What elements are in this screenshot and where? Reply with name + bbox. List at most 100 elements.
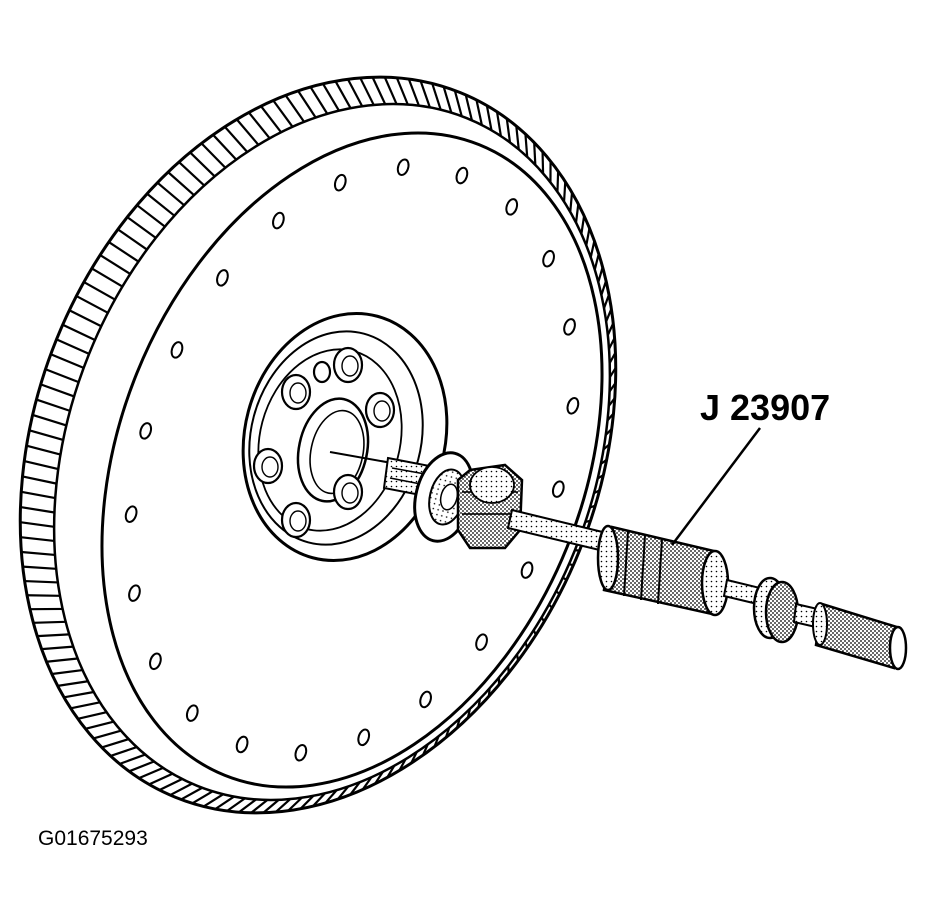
gear-tooth (262, 798, 280, 814)
gear-tooth (167, 171, 195, 196)
gear-tooth (178, 161, 206, 187)
gear-tooth (148, 772, 173, 786)
slide-hammer-handle (812, 602, 908, 671)
gear-tooth (569, 192, 574, 213)
gear-tooth (45, 368, 80, 384)
gear-tooth (189, 151, 216, 178)
gear-tooth (117, 228, 148, 251)
gear-tooth (324, 789, 338, 804)
gear-tooth (580, 215, 586, 235)
gear-tooth (83, 281, 116, 301)
gear-tooth (68, 309, 102, 328)
gear-tooth (75, 295, 109, 314)
tool-number-label: J 23907 (700, 387, 830, 428)
bolt-hole (294, 743, 308, 762)
gear-tooth (138, 766, 164, 780)
bolt-hole (566, 397, 580, 415)
gear-tooth (29, 429, 64, 442)
gear-tooth (20, 521, 55, 528)
gear-tooth (453, 90, 463, 117)
hub-bolt-holes (252, 346, 396, 539)
gear-tooth (56, 338, 90, 355)
gear-tooth (600, 280, 608, 296)
gear-tooth (359, 77, 375, 106)
gear-tooth (33, 620, 66, 624)
bolt-hole (419, 690, 432, 709)
gear-tooth (431, 83, 442, 111)
gear-tooth (20, 536, 55, 543)
gear-tooth (524, 133, 529, 157)
gear-tooth (284, 94, 306, 123)
gear-tooth (203, 793, 224, 808)
gear-tooth (50, 353, 85, 369)
gear-tooth (99, 254, 131, 275)
bolt-hole (149, 652, 162, 671)
gear-tooth (169, 782, 193, 797)
gear-tooth (26, 444, 61, 456)
gear-tooth (589, 240, 596, 258)
gear-tooth (475, 99, 483, 126)
bolt-hole (124, 505, 138, 523)
gear-tooth (101, 738, 130, 749)
gear-tooth (272, 99, 294, 128)
gear-tooth (556, 171, 560, 192)
gear-tooth (250, 799, 269, 814)
gear-tooth (46, 657, 78, 663)
gear-tooth (442, 86, 453, 114)
gear-tooth (541, 151, 545, 174)
bolt-hole (170, 341, 184, 359)
hub-bolt-counterbore (261, 456, 279, 478)
bolt-hole (520, 561, 534, 579)
gear-tooth (235, 118, 260, 146)
gear-tooth (334, 80, 352, 109)
bolt-hole (551, 480, 565, 498)
gear-tooth (159, 777, 183, 791)
pilot-bearing-puller-tool (329, 451, 908, 671)
gear-tooth (346, 78, 364, 107)
gear-tooth (62, 323, 96, 341)
bolt-hole (185, 704, 199, 722)
gear-tooth (40, 383, 75, 398)
hub-bolt-counterbore (289, 382, 307, 404)
gear-tooth (27, 594, 61, 597)
gear-tooth (22, 565, 57, 570)
gear-tooth (57, 680, 89, 687)
gear-tooth (70, 701, 101, 710)
gear-tooth (383, 76, 398, 105)
gear-tooth (214, 795, 235, 810)
gear-tooth (85, 720, 114, 730)
gear-tooth (238, 798, 257, 814)
gear-tooth (136, 204, 166, 228)
gear-tooth (180, 786, 203, 801)
gear-tooth (349, 781, 361, 796)
bolt-hole (357, 728, 371, 747)
gear-tooth (146, 192, 176, 217)
hub-bolt-hole (312, 360, 332, 384)
gear-tooth (224, 126, 249, 153)
gear-tooth (274, 798, 292, 813)
gear-tooth (108, 241, 140, 263)
gear-tooth (91, 267, 123, 288)
gear-tooth (287, 796, 303, 812)
gear-tooth (322, 83, 340, 112)
hub-bolt-counterbore (341, 355, 359, 377)
bolt-hole (542, 249, 555, 268)
gear-tooth (36, 398, 71, 412)
bolt-hole (396, 158, 410, 177)
gear-tooth (126, 216, 157, 239)
gear-tooth (515, 125, 520, 150)
bolt-hole (235, 735, 249, 754)
flywheel (18, 75, 618, 815)
slide-hammer-weight (596, 524, 730, 617)
gear-tooth (32, 413, 67, 427)
bolt-hole (455, 166, 469, 185)
bolt-hole (563, 318, 576, 336)
gear-tooth (191, 790, 214, 805)
gear-tooth (597, 266, 604, 283)
gear-tooth (593, 253, 600, 270)
flywheel-bolt-holes (124, 158, 580, 762)
gear-tooth (574, 203, 580, 223)
gear-tooth (260, 105, 282, 133)
gear-tooth (312, 792, 326, 807)
